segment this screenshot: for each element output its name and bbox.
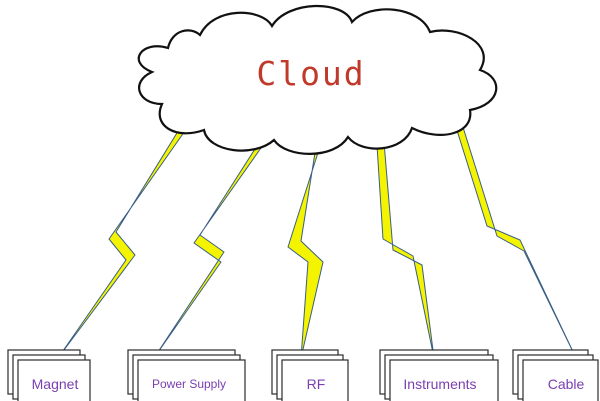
node-magnet: Magnet — [7, 349, 91, 401]
cloud-icon — [137, 4, 498, 155]
node-label: Magnet — [32, 376, 79, 392]
node-cable: Cable — [512, 349, 599, 401]
lightning-bolts — [57, 107, 577, 359]
node-label: Cable — [548, 376, 585, 392]
lightning-bolt-icon — [287, 139, 324, 359]
lightning-bolt-icon — [57, 127, 188, 359]
node-power-supply: Power Supply — [127, 349, 246, 401]
cloud-node: Cloud — [137, 4, 498, 155]
lightning-bolt-icon — [375, 129, 435, 359]
node-label: Power Supply — [152, 377, 226, 391]
lightning-bolt-icon — [153, 137, 269, 359]
node-instruments: Instruments — [379, 349, 499, 401]
node-label: RF — [307, 376, 326, 392]
node-rf: RF — [271, 349, 349, 401]
node-label: Instruments — [403, 376, 476, 392]
lightning-bolt-icon — [449, 107, 577, 359]
cloud-label: Cloud — [256, 54, 365, 93]
